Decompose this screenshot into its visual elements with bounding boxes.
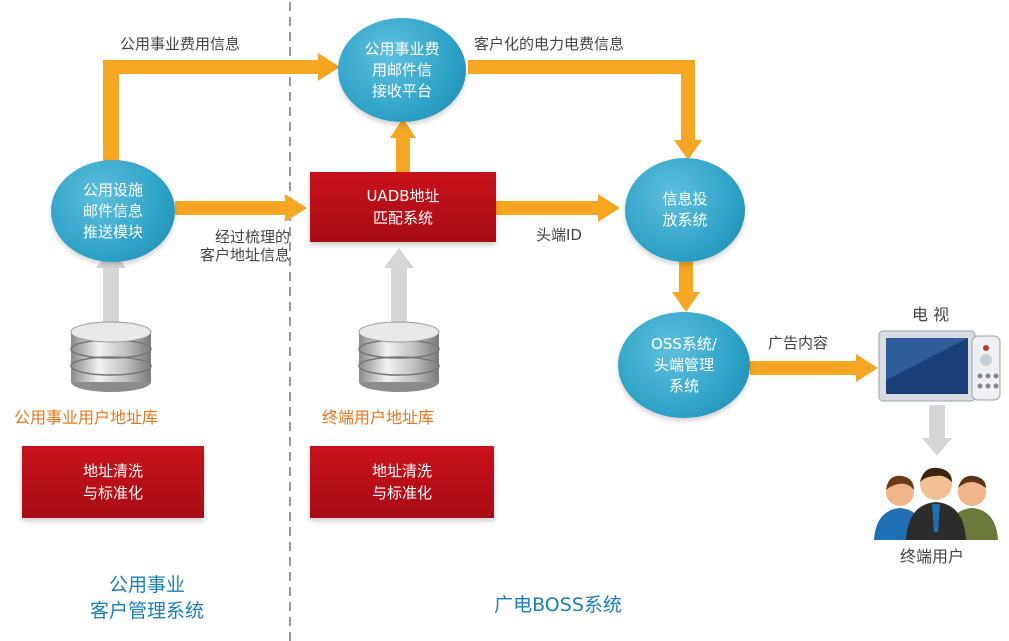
arrow-platform-right bbox=[468, 60, 695, 74]
label-db-left: 公用事业用户地址库 bbox=[14, 408, 159, 427]
section-left-title: 公用事业 客户管理系统 bbox=[89, 574, 204, 622]
arrowhead-db-right bbox=[384, 248, 414, 268]
label-end-user: 终端用户 bbox=[900, 547, 965, 566]
arrowhead-to-uadb bbox=[285, 194, 307, 222]
label-headend-id: 头端ID bbox=[536, 226, 582, 244]
arrow-uadb-delivery bbox=[496, 201, 600, 215]
arrowhead-to-delivery bbox=[674, 140, 702, 160]
arrow-db-right-up bbox=[391, 262, 407, 328]
address-clean-right: 地址清洗 与标准化 bbox=[310, 446, 494, 518]
label-cleaned-address: 经过梳理的 客户地址信息 bbox=[199, 228, 290, 264]
label-tv: 电 视 bbox=[912, 305, 950, 324]
tv-icon bbox=[878, 330, 1001, 402]
section-divider bbox=[289, 2, 291, 641]
arrowhead-to-platform bbox=[318, 53, 340, 81]
info-delivery-system: 信息投 放系统 bbox=[625, 158, 745, 262]
database-right-icon bbox=[358, 321, 440, 392]
label-custom-fee-info: 客户化的电力电费信息 bbox=[474, 35, 625, 53]
arrowhead-to-oss bbox=[672, 292, 700, 312]
arrowhead-to-delivery2 bbox=[598, 194, 620, 222]
database-left-icon bbox=[70, 321, 152, 392]
label-db-right: 终端用户地址库 bbox=[322, 408, 435, 427]
arrow-delivery-oss bbox=[679, 262, 693, 294]
arrow-push-up bbox=[103, 60, 119, 170]
arrow-platform-down bbox=[681, 60, 695, 142]
arrow-push-top bbox=[103, 60, 325, 74]
label-ad-content: 广告内容 bbox=[768, 334, 829, 352]
arrowhead-to-tv bbox=[856, 354, 878, 382]
arrow-uadb-up bbox=[396, 136, 410, 172]
arrow-push-uadb bbox=[175, 201, 287, 215]
arrowhead-to-users bbox=[922, 438, 952, 456]
users-icon bbox=[874, 467, 998, 540]
uadb-match-system: UADB地址 匹配系统 bbox=[310, 172, 496, 242]
arrow-oss-tv bbox=[750, 361, 858, 375]
section-right-title: 广电BOSS系统 bbox=[494, 594, 622, 616]
label-utility-fee-info: 公用事业费用信息 bbox=[120, 35, 241, 53]
utility-push-module: 公用设施 邮件信息 推送模块 bbox=[51, 160, 175, 262]
arrowhead-uadb-platform bbox=[390, 118, 416, 138]
oss-headend-system: OSS系统/ 头端管理 系统 bbox=[618, 312, 750, 418]
arrow-db-left-up bbox=[103, 262, 119, 328]
mail-receive-platform: 公用事业费 用邮件信 接收平台 bbox=[338, 18, 466, 122]
arrow-tv-users bbox=[929, 405, 945, 441]
address-clean-left: 地址清洗 与标准化 bbox=[22, 446, 204, 518]
